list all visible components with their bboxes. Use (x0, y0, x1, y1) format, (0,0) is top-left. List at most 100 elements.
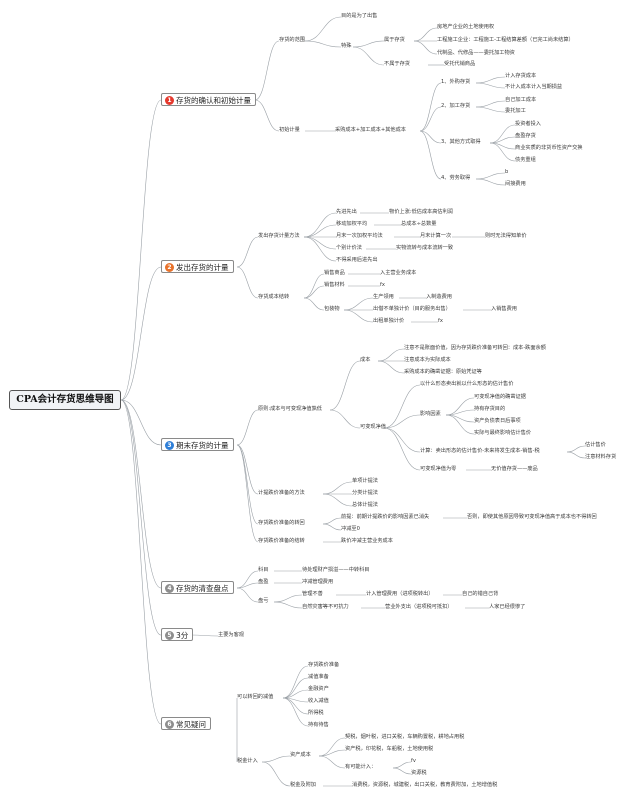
node-label[interactable]: 投资者投入 (515, 121, 541, 127)
node-label[interactable]: 不属于存货 (384, 61, 410, 67)
node-label[interactable]: 盘盈 (258, 579, 269, 585)
node-label[interactable]: 销售材料 (324, 282, 345, 288)
node-label[interactable]: 计入存货成本 (505, 73, 537, 79)
node-label[interactable]: 盘盈存货 (515, 133, 536, 139)
node-label[interactable]: 可变现净值 (360, 424, 386, 430)
node-label[interactable]: 先进先出 (336, 209, 357, 215)
node-label[interactable]: 待处理财产损溢——中转科目 (302, 567, 370, 573)
node-label[interactable]: 持有待售 (308, 722, 329, 728)
node-label[interactable]: 总成本÷总数量 (401, 221, 437, 227)
node-label[interactable]: 2、加工存货 (441, 103, 471, 109)
node-label[interactable]: 原则:成本与可变现净值孰低 (258, 406, 322, 412)
node-label[interactable]: 存货跌价准备的转回 (258, 520, 305, 526)
node-label[interactable]: 科目 (258, 567, 269, 573)
node-label[interactable]: 否则，即使其他原因导致可变现净值高于成本也不得转回 (467, 514, 597, 520)
node-label[interactable]: 发出存货计量方法 (258, 233, 300, 239)
node-label[interactable]: 月末一次加权平均法 (336, 233, 383, 239)
node-label[interactable]: 属于存货 (384, 37, 405, 43)
node-label[interactable]: 契税，烟叶税，进口关税，车辆购置税，耕地占用税 (345, 734, 465, 740)
node-label[interactable]: 月末计算一次 (420, 233, 452, 239)
node-label[interactable]: 自然灾害等不可抗力 (302, 604, 349, 610)
node-label[interactable]: 存货的范围 (279, 37, 305, 43)
node-label[interactable]: 以什么形态卖出就以什么形态的估计售价 (420, 381, 514, 387)
node-label[interactable]: 实际与最终影响估计售价 (474, 430, 532, 436)
node-label[interactable]: fx (438, 318, 443, 324)
root-node[interactable]: CPA会计存货思维导图 (9, 390, 121, 410)
node-label[interactable]: 计入管理费用（进项税转出） (366, 591, 434, 597)
node-label[interactable]: 受托代销商品 (444, 61, 476, 67)
node-label[interactable]: 营业外支出（进项税可抵扣） (385, 604, 453, 610)
node-label[interactable]: 1、外购存货 (441, 79, 471, 85)
node-label[interactable]: 主要为客观 (218, 632, 244, 638)
node-label[interactable]: fx (380, 282, 385, 288)
node-label[interactable]: 存货跌价准备 (308, 662, 340, 668)
node-label[interactable]: 税金计入 (237, 758, 258, 764)
node-label[interactable]: 注意成本为实际成本 (404, 357, 451, 363)
node-label[interactable]: 收入减值 (308, 698, 329, 704)
node-label[interactable]: 无价值存货——废品 (491, 466, 538, 472)
node-label[interactable]: 销售商品 (324, 270, 345, 276)
node-label[interactable]: 包装物 (324, 306, 340, 312)
node-label[interactable]: 可以转回的减值 (237, 694, 274, 700)
node-label[interactable]: 不得采用后进先出 (336, 257, 378, 263)
node-label[interactable]: 有可能计入： (345, 764, 377, 770)
node-label[interactable]: 跌价冲减主营业务成本 (341, 538, 393, 544)
node-label[interactable]: b (505, 169, 509, 175)
node-label[interactable]: 委托加工 (505, 108, 526, 114)
node-label[interactable]: 代制品、代修品——委托加工物资 (437, 50, 515, 56)
node-label[interactable]: 资源税 (411, 770, 427, 776)
node-label[interactable]: 成本 (360, 357, 371, 363)
node-label[interactable]: 估计售价 (585, 442, 606, 448)
node-label[interactable]: 采购成本的确凿证据：原始凭证等 (404, 369, 482, 375)
node-label[interactable]: 注意材料存货 (585, 454, 617, 460)
node-label[interactable]: 资产负债表日后事项 (474, 418, 521, 424)
node-label[interactable]: 消费税，资源税，城建税，出口关税，教育费附加，土地增值税 (352, 782, 498, 788)
node-label[interactable]: 计算：卖出形态的估计售价-未来将发生成本-销售-税 (420, 448, 540, 454)
node-label[interactable]: 单项计提法 (352, 478, 378, 484)
node-label[interactable]: 管理不善 (302, 591, 323, 597)
node-label[interactable]: 前提：前期计提跌价的影响因素已消失 (341, 514, 430, 520)
node-label[interactable]: 资产成本 (290, 752, 311, 758)
node-label[interactable]: 4、劳务取得 (441, 175, 471, 181)
node-label[interactable]: 注意不是账面价值，因为存货跌价准备可转回：成本-跌面余额 (404, 345, 546, 351)
node-label[interactable]: 目的是为了出售 (341, 13, 378, 19)
node-label[interactable]: 采购成本+加工成本+其他成本 (335, 127, 406, 133)
node-label[interactable]: fv (411, 758, 416, 764)
node-label[interactable]: 冲减至0 (341, 526, 360, 532)
node-label[interactable]: 债务重组 (515, 157, 536, 163)
node-label[interactable]: 影响因素 (420, 411, 441, 417)
node-label[interactable]: 3、其他方式取得 (441, 139, 481, 145)
node-label[interactable]: 计提跌价准备的方法 (258, 490, 305, 496)
node-label[interactable]: 人家已经很惨了 (489, 604, 526, 610)
node-label[interactable]: 间接费用 (505, 181, 526, 187)
node-label[interactable]: 持有存货目的 (474, 406, 506, 412)
node-label[interactable]: 特殊 (341, 43, 352, 49)
node-label[interactable]: 存货成本结转 (258, 294, 290, 300)
node-label[interactable]: 生产领用 (373, 294, 394, 300)
node-label[interactable]: 入销售费用 (491, 306, 517, 312)
node-label[interactable]: 金融资产 (308, 686, 329, 692)
node-label[interactable]: 减值准备 (308, 674, 329, 680)
node-label[interactable]: 盘亏 (258, 598, 269, 604)
node-label[interactable]: 物价上涨:低估成本高估利润 (389, 209, 453, 215)
node-label[interactable]: 分类计提法 (352, 490, 378, 496)
node-label[interactable]: 可变现净值为零 (420, 466, 457, 472)
node-label[interactable]: 房地产企业的土地使用权 (437, 24, 495, 30)
node-label[interactable]: 税金及附加 (290, 782, 316, 788)
node-label[interactable]: 工程施工企业：工程施工-工程结算差额（已完工尚未结算） (437, 37, 574, 43)
node-label[interactable]: 个别计价法 (336, 245, 362, 251)
node-label[interactable]: 出借不单独计价（目的服务出售） (373, 306, 451, 312)
node-label[interactable]: 商业实质的非货币性资产交换 (515, 145, 583, 151)
node-label[interactable]: 移动加权平均 (336, 221, 368, 227)
node-label[interactable]: 入主营业务成本 (380, 270, 417, 276)
node-label[interactable]: 资产税，印花税，车船税，土地使用税 (345, 746, 434, 752)
node-label[interactable]: 所得税 (308, 710, 324, 716)
node-label[interactable]: 则时无法得知单价 (485, 233, 527, 239)
node-label[interactable]: 冲减管理费用 (302, 579, 334, 585)
node-label[interactable]: 入制造费用 (426, 294, 452, 300)
